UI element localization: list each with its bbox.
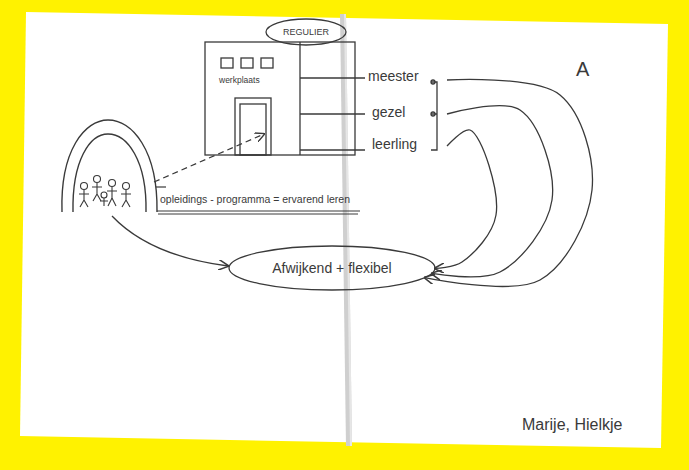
workshop-building: werkplaats meester gezel leerling bbox=[205, 42, 447, 158]
arch-outer bbox=[62, 120, 157, 212]
underline bbox=[158, 214, 358, 215]
node-label: werkplaats bbox=[219, 76, 260, 86]
bracket bbox=[431, 82, 437, 150]
figure-head bbox=[101, 192, 107, 198]
floor-line bbox=[300, 77, 365, 78]
floor-line bbox=[300, 149, 365, 150]
figure-body bbox=[79, 190, 89, 207]
oval-node: Afwijkend + flexibel bbox=[228, 245, 436, 291]
figure-body bbox=[92, 183, 102, 201]
bracket-dot bbox=[431, 80, 435, 84]
role-label: gezel bbox=[372, 104, 405, 120]
figure-body bbox=[100, 198, 108, 206]
curved-arrow bbox=[425, 79, 593, 286]
node-label: Afwijkend + flexibel bbox=[272, 260, 391, 276]
oval-outline bbox=[229, 246, 435, 290]
author-names: Marije, Hielkje bbox=[522, 416, 622, 434]
role-label: meester bbox=[368, 68, 419, 84]
building-window bbox=[261, 58, 273, 68]
paper-fold-highlight bbox=[345, 14, 351, 446]
figure-head bbox=[94, 176, 101, 183]
building-window bbox=[221, 58, 233, 68]
arch-inner bbox=[73, 134, 146, 212]
figure-head bbox=[81, 183, 88, 190]
paper-sheet bbox=[20, 12, 668, 448]
figure-head bbox=[109, 180, 116, 187]
bracket-dot bbox=[431, 112, 435, 116]
sheet-letter: A bbox=[576, 58, 589, 81]
programme-note: opleidings - programma = ervarend leren bbox=[160, 193, 350, 205]
building-outline bbox=[205, 42, 355, 155]
dashed-arrow bbox=[154, 134, 264, 182]
underline bbox=[157, 210, 360, 211]
building-door-frame bbox=[240, 104, 266, 155]
building-door bbox=[235, 98, 271, 155]
floor-line bbox=[300, 113, 365, 114]
stick-figures bbox=[79, 176, 131, 208]
oval-outline bbox=[266, 19, 346, 45]
curved-arrow bbox=[435, 130, 497, 269]
curved-arrow bbox=[432, 106, 553, 277]
building-wall bbox=[299, 42, 300, 155]
building-window bbox=[241, 58, 253, 68]
figure-body bbox=[121, 190, 131, 207]
node-label: REGULIER bbox=[283, 27, 329, 37]
figure-head bbox=[123, 183, 130, 190]
solid-arrow bbox=[112, 216, 228, 266]
role-label: leerling bbox=[372, 136, 417, 152]
arch-line bbox=[156, 186, 166, 187]
figure-body bbox=[107, 187, 117, 206]
